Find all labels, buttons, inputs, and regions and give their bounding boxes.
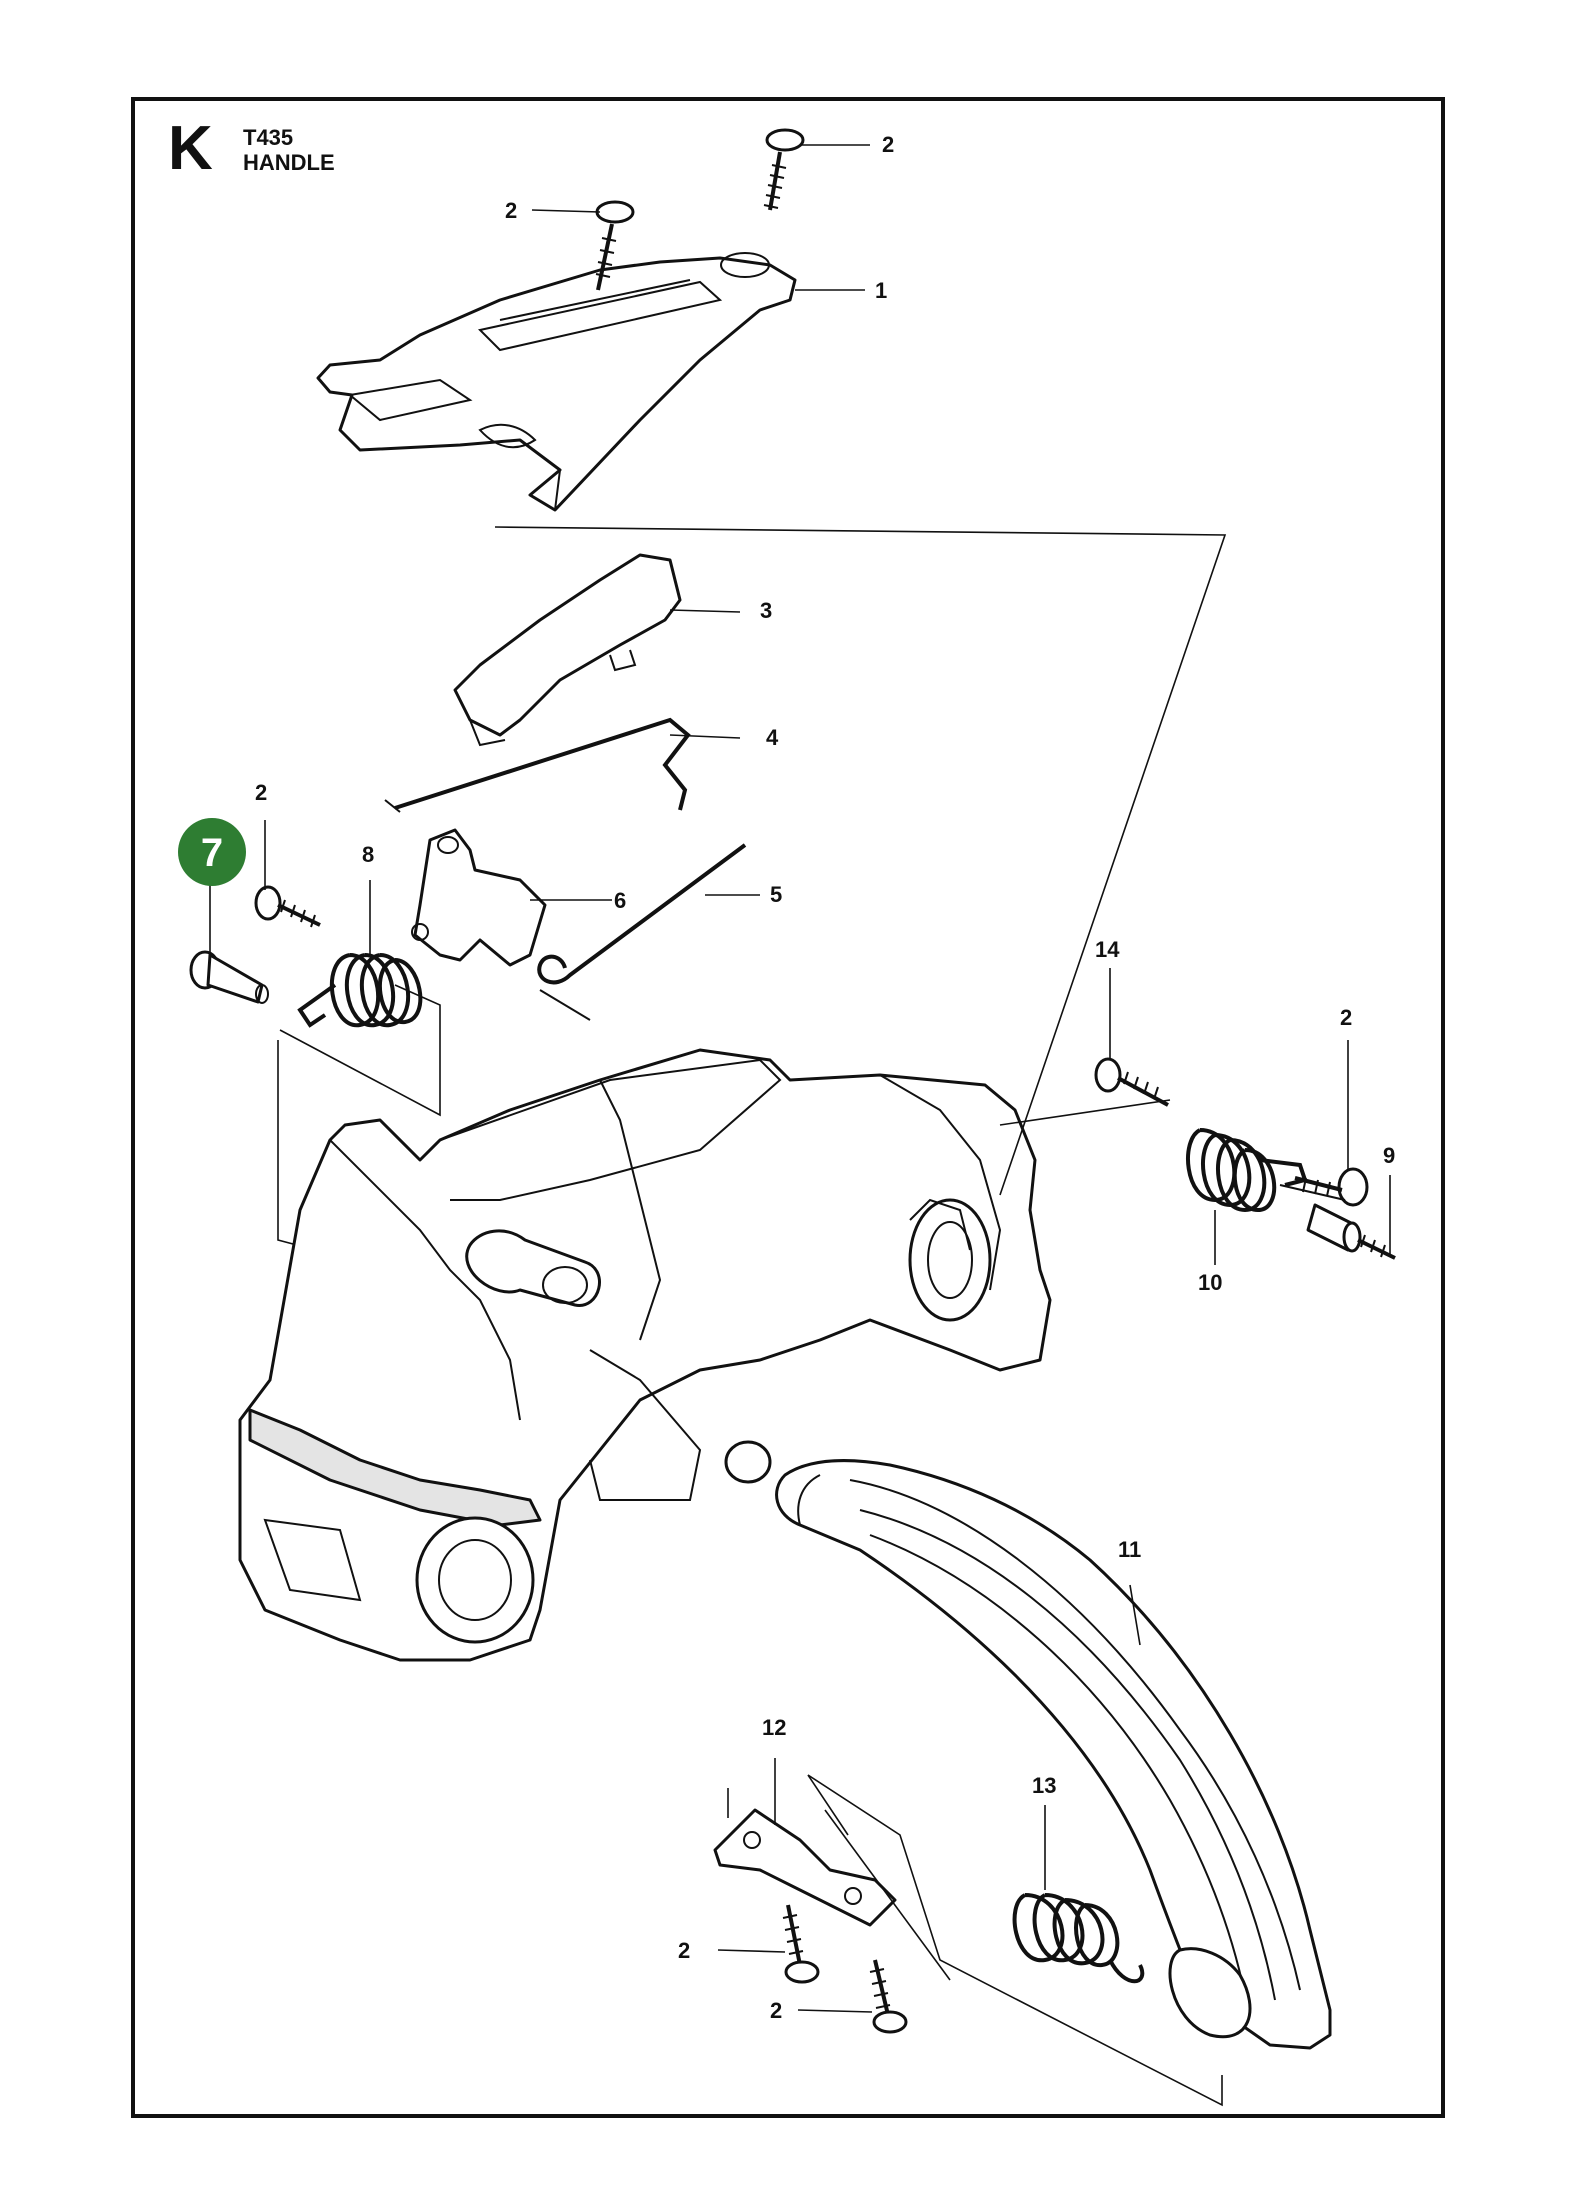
part-11-rear-handle (775, 1459, 1332, 2050)
callout-5: 5 (770, 882, 782, 907)
diagram-frame (131, 97, 1445, 2118)
callout-11: 11 (1118, 1537, 1141, 1562)
part-3-lockout (453, 553, 682, 747)
part-10-spring (1186, 1128, 1346, 1213)
part-6-trigger (411, 828, 547, 967)
part-5-spring-wire (537, 843, 747, 1021)
part-7-pin (189, 950, 269, 1004)
screw-bottom-2 (869, 1959, 908, 2034)
callout-6: 6 (614, 888, 626, 913)
callout-9: 9 (1383, 1143, 1395, 1168)
callout-2-top-right: 2 (882, 132, 894, 157)
callout-2-top-left: 2 (505, 198, 517, 223)
part-1-handle-top (316, 252, 797, 512)
highlight-badge: 7 (178, 818, 246, 886)
screw-left (254, 885, 321, 928)
callout-2-bottom: 2 (770, 1998, 782, 2023)
callout-1: 1 (875, 278, 887, 303)
screw-top-right (763, 128, 805, 211)
sheet-letter: K (168, 114, 213, 183)
highlight-number: 7 (201, 831, 223, 875)
callout-2-left: 2 (255, 780, 267, 805)
screw-14 (1094, 1057, 1169, 1107)
part-12-plate (713, 1808, 897, 1927)
callout-2-right: 2 (1340, 1005, 1352, 1030)
callout-12: 12 (762, 1715, 786, 1740)
model-code: T435 (243, 125, 294, 150)
callout-2-bottom-left: 2 (678, 1938, 690, 1963)
callout-3: 3 (760, 598, 772, 623)
screw-top-left (595, 200, 635, 291)
callout-10: 10 (1198, 1270, 1222, 1295)
part-8-spring (297, 953, 423, 1028)
part-13-spring (1012, 1893, 1145, 1984)
part-9-screw (1306, 1203, 1396, 1260)
main-body (238, 1048, 1052, 1662)
part-4-rod (384, 717, 691, 813)
callout-13: 13 (1032, 1773, 1056, 1798)
callout-4: 4 (766, 725, 779, 750)
callout-8: 8 (362, 842, 374, 867)
screw-bottom-1 (782, 1904, 820, 1984)
callout-14: 14 (1095, 937, 1120, 962)
screw-right-2 (1294, 1167, 1369, 1207)
section-title: HANDLE (243, 150, 335, 175)
